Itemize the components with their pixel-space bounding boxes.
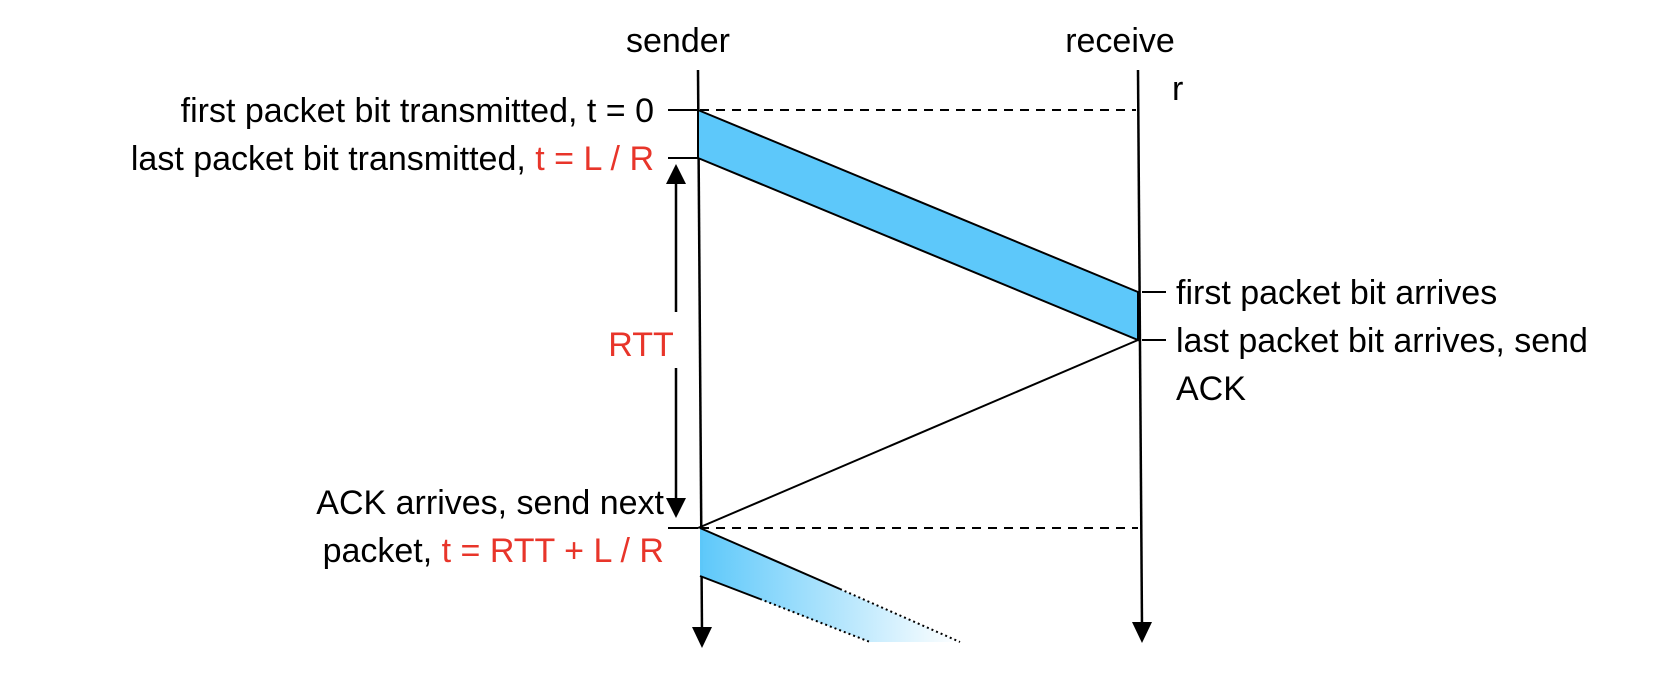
rtt-label: RTT (608, 326, 673, 364)
label-last-bit-transmitted-text: last packet bit transmitted, (131, 140, 535, 178)
label-last-bit-transmitted: last packet bit transmitted, t = L / R (131, 140, 654, 178)
label-ack-arrives-line2: packet, t = RTT + L / R (323, 532, 664, 570)
receiver-timeline (1132, 69, 1152, 643)
label-last-bit-arrives-line1: last packet bit arrives, send (1176, 322, 1588, 360)
receiver-header-line1: receive (1065, 22, 1175, 60)
next-packet-band (699, 527, 961, 643)
label-ack-arrives-line1: ACK arrives, send next (316, 484, 664, 522)
label-last-bit-arrives-line2: ACK (1176, 370, 1246, 408)
label-ack-arrives-time: t = RTT + L / R (442, 532, 664, 570)
label-first-bit-transmitted: first packet bit transmitted, t = 0 (181, 92, 654, 130)
label-ack-arrives-packet: packet, (323, 532, 442, 570)
sender-header: sender (626, 22, 730, 60)
ack-line (697, 339, 1139, 529)
packet-transmission-band (697, 108, 1139, 342)
label-last-bit-time: t = L / R (535, 140, 654, 178)
rtt-interval-arrow (666, 164, 686, 518)
receiver-header-line2: r (1172, 70, 1183, 108)
label-first-bit-arrives: first packet bit arrives (1176, 274, 1497, 312)
